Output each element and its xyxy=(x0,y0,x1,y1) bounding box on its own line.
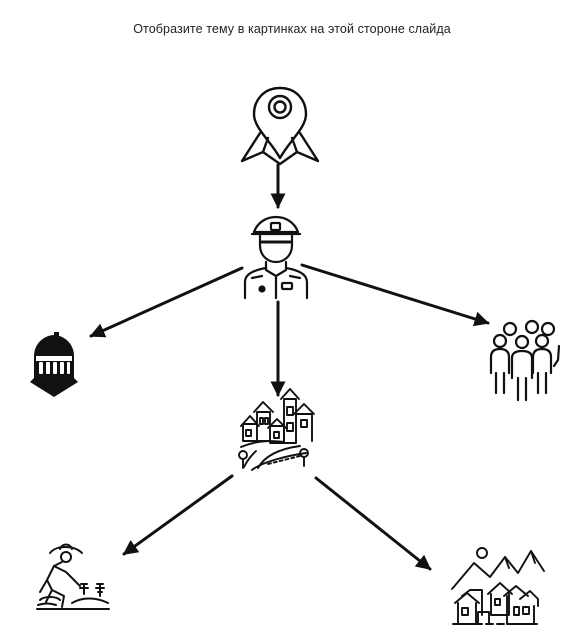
town-icon xyxy=(238,388,315,471)
village-houses-icon xyxy=(451,547,545,625)
farmer-icon xyxy=(36,543,110,610)
slide-title: Отобразите тему в картинках на этой стор… xyxy=(133,22,451,36)
map-pin-icon xyxy=(240,86,320,166)
police-officer-icon xyxy=(243,215,309,300)
people-group-icon xyxy=(489,319,561,402)
arrow-town-to-farmer xyxy=(122,474,234,556)
arrow-town-to-village xyxy=(314,476,432,571)
arrow-officer-to-helmet xyxy=(89,266,244,338)
arrow-officer-to-people xyxy=(300,263,490,327)
knight-helmet-icon xyxy=(30,332,78,397)
